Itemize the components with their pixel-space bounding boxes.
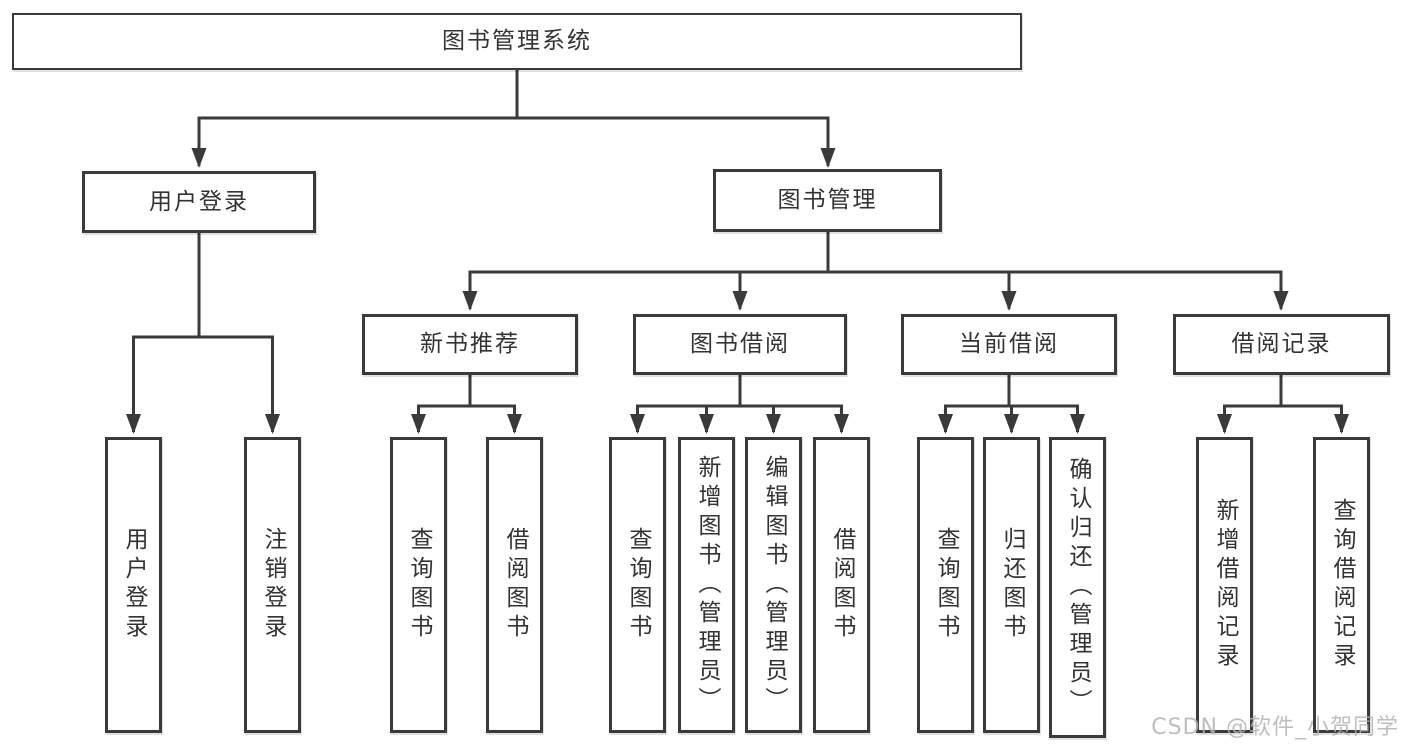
leaf-query-books-current: 查询图书 [917, 437, 974, 733]
node-current-borrowing: 当前借阅 [901, 314, 1117, 375]
leaf-logout: 注销登录 [244, 437, 301, 733]
node-book-borrowing: 图书借阅 [633, 314, 847, 375]
leaf-user-login: 用户登录 [105, 437, 162, 733]
leaf-return-books: 归还图书 [983, 437, 1040, 733]
leaf-query-books-borrowing: 查询图书 [609, 437, 666, 733]
csdn-watermark: CSDN @软件_小贺同学 [1151, 715, 1399, 740]
leaf-query-borrow-record: 查询借阅记录 [1313, 437, 1370, 733]
leaf-borrow-books-recommend: 借阅图书 [486, 437, 543, 733]
node-book-management: 图书管理 [713, 169, 942, 232]
node-library-management-system: 图书管理系统 [12, 13, 1022, 70]
leaf-confirm-return-admin: 确认归还（管理员） [1049, 437, 1106, 738]
node-new-book-recommend: 新书推荐 [362, 314, 578, 375]
node-borrow-records: 借阅记录 [1173, 314, 1390, 375]
leaf-edit-books-admin: 编辑图书（管理员） [745, 437, 802, 733]
leaf-query-books-recommend: 查询图书 [390, 437, 447, 733]
leaf-add-books-admin: 新增图书（管理员） [678, 437, 735, 733]
leaf-borrow-books: 借阅图书 [813, 437, 870, 733]
leaf-add-borrow-record: 新增借阅记录 [1196, 437, 1253, 733]
node-user-login: 用户登录 [82, 171, 316, 233]
